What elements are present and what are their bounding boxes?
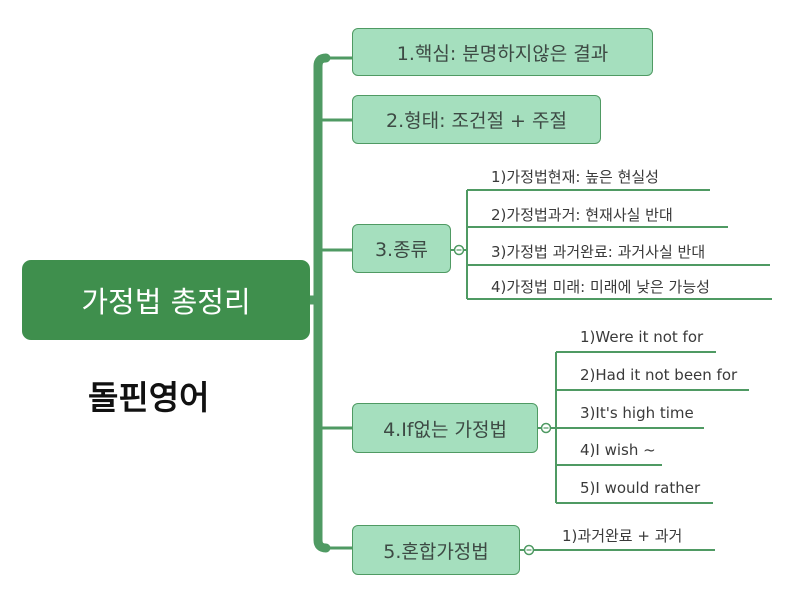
branch-node-3[interactable]: 3.종류 bbox=[352, 224, 451, 273]
branch-node-5-label: 5.혼합가정법 bbox=[383, 540, 489, 563]
trunk-line bbox=[303, 53, 331, 553]
branch-node-3-label: 3.종류 bbox=[374, 239, 429, 261]
leaf-3-4[interactable]: 4)가정법 미래: 미래에 낮은 가능성 bbox=[491, 278, 710, 296]
leaf-5-1[interactable]: 1)과거완료 + 과거 bbox=[562, 527, 683, 545]
leaf-3-3[interactable]: 3)가정법 과거완료: 과거사실 반대 bbox=[491, 243, 706, 261]
branch-node-2[interactable]: 2.형태: 조건절 + 주절 bbox=[352, 95, 601, 144]
leaf-4-2[interactable]: 2)Had it not been for bbox=[580, 366, 738, 384]
leaf-4-1[interactable]: 1)Were it not for bbox=[580, 328, 704, 346]
root-node-label: 가정법 총정리 bbox=[81, 285, 251, 319]
leaf-3-1[interactable]: 1)가정법현재: 높은 현실성 bbox=[491, 168, 659, 186]
leaf-4-3[interactable]: 3)It's high time bbox=[580, 404, 694, 422]
branch-node-4-label: 4.If없는 가정법 bbox=[383, 418, 507, 441]
branch-node-1-label: 1.핵심: 분명하지않은 결과 bbox=[396, 42, 609, 65]
leaf-3-2[interactable]: 2)가정법과거: 현재사실 반대 bbox=[491, 206, 673, 224]
branch-node-2-label: 2.형태: 조건절 + 주절 bbox=[386, 110, 567, 132]
branch-node-5[interactable]: 5.혼합가정법 bbox=[352, 525, 520, 575]
root-node[interactable]: 가정법 총정리 bbox=[22, 260, 310, 340]
branch-node-4[interactable]: 4.If없는 가정법 bbox=[352, 403, 538, 453]
leaf-4-5[interactable]: 5)I would rather bbox=[580, 479, 701, 497]
leaf-4-4[interactable]: 4)I wish ~ bbox=[580, 441, 656, 459]
brand-label: 돌핀영어 bbox=[88, 378, 210, 417]
branch-node-1[interactable]: 1.핵심: 분명하지않은 결과 bbox=[352, 28, 653, 76]
